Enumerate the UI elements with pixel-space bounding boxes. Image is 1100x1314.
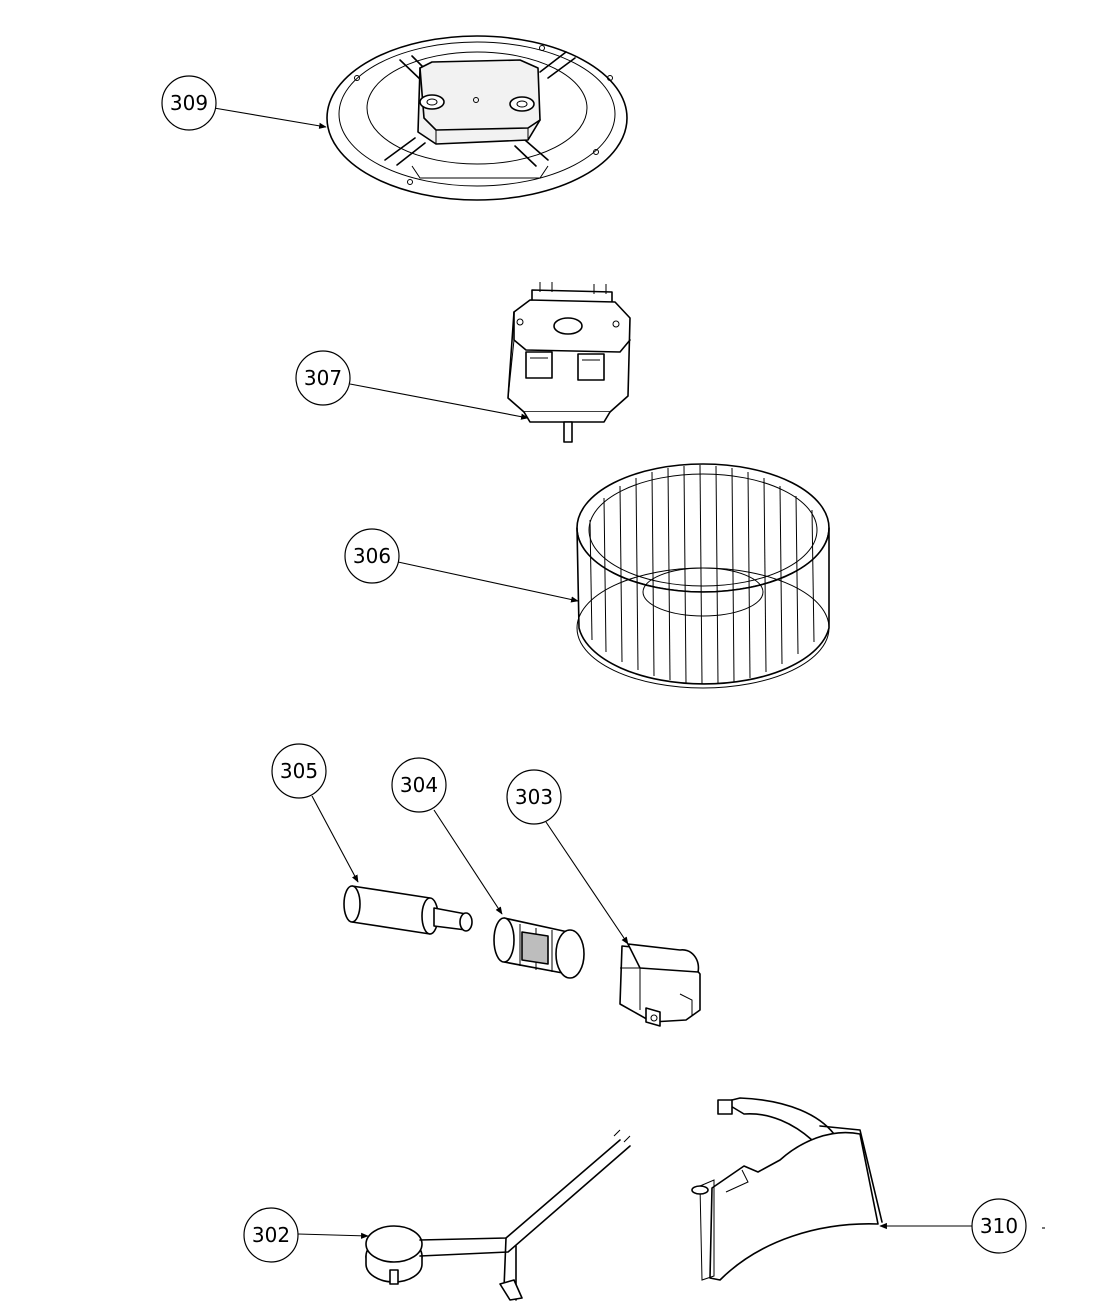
callout-302: 302 (243, 1207, 299, 1263)
callout-309: 309 (161, 75, 217, 131)
callout-306-label: 306 (353, 544, 391, 568)
callout-310: 310 (971, 1198, 1027, 1254)
callout-304: 304 (391, 757, 447, 813)
callout-307-label: 307 (304, 366, 342, 390)
part-304-bearing (493, 917, 585, 979)
callout-310-label: 310 (980, 1214, 1018, 1238)
leader-lines (213, 107, 1045, 1239)
callout-307: 307 (295, 350, 351, 406)
callout-305: 305 (271, 743, 327, 799)
part-310-duct-housing (691, 1097, 883, 1281)
part-307-motor (507, 282, 631, 443)
part-303-connector (619, 943, 701, 1027)
part-306-blower-wheel (576, 463, 830, 689)
callout-302-label: 302 (252, 1223, 290, 1247)
part-309-mounting-plate (326, 35, 628, 201)
part-305-coupling (343, 885, 473, 935)
callout-305-label: 305 (280, 759, 318, 783)
callout-303-label: 303 (515, 785, 553, 809)
callout-304-label: 304 (400, 773, 438, 797)
callout-309-label: 309 (170, 91, 208, 115)
part-302-sensor (365, 1129, 631, 1301)
callout-303: 303 (506, 769, 562, 825)
callout-306: 306 (344, 528, 400, 584)
